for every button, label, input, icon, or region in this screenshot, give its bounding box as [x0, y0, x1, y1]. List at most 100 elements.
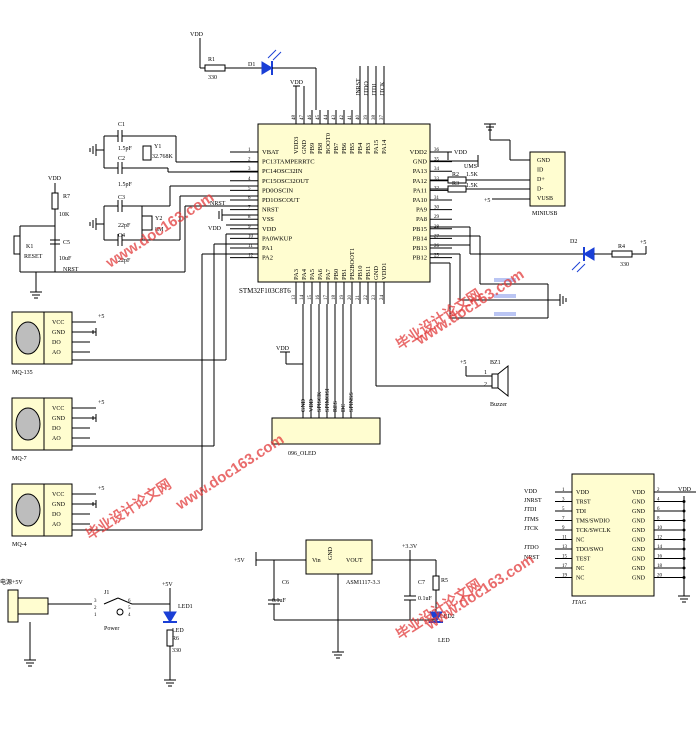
pin-number: 46	[308, 115, 313, 121]
jtag-pin-number: 16	[657, 555, 663, 560]
jtag-pin-label: TDO/SWO	[576, 547, 604, 553]
jtag-pin-number: 3	[562, 498, 565, 503]
mcu-top-vdd: VDD	[290, 80, 305, 110]
reg-gnd: GND	[328, 546, 334, 560]
pin-label: PA12	[413, 178, 427, 185]
pin-label: PA9	[416, 207, 427, 214]
c2-ref: C2	[118, 156, 125, 162]
usb-pin-label: VUSB	[537, 196, 553, 202]
r2-value: 1.5K	[466, 172, 479, 178]
sensor-name: MQ-135	[12, 370, 33, 376]
buzzer-plus5: +5	[460, 360, 466, 366]
jtag-net-label: JTMS	[524, 517, 539, 523]
led1-ref: LED1	[178, 604, 193, 610]
pin-number: 8	[248, 215, 251, 220]
jtag-pin-label: GND	[632, 547, 646, 553]
oled-vdd: VDD	[276, 346, 290, 352]
pin-number: 19	[340, 295, 345, 301]
pin-label: PB11	[365, 266, 372, 280]
nrst-label-mcu: NRST	[210, 201, 226, 207]
reg-vout: VOUT	[346, 558, 363, 564]
pin-label: PB13	[413, 245, 427, 252]
jtag-pin-number: 8	[657, 517, 660, 522]
oled-pin-label: VDD	[309, 398, 315, 412]
pin-number: 44	[324, 115, 329, 121]
power-plus5: +5V	[162, 582, 173, 588]
jtag-pin-label: GND	[632, 557, 646, 563]
crystal-32k: C1 1.5pF C2 1.5pF Y1 32.768K	[89, 122, 258, 188]
crystal-8m: C3 22pF C4 22pF Y2 8M	[89, 185, 258, 264]
pin-label: PB5	[349, 143, 356, 154]
pin-label: PB2BOOT1	[349, 248, 356, 280]
r1-ref: R1	[208, 57, 215, 63]
pin-label: PB8	[317, 143, 324, 154]
jtag-pin-number: 14	[657, 545, 663, 550]
jtag-pin-number: 11	[562, 536, 567, 541]
watermark-1: www.doc163.com	[102, 189, 217, 272]
reg-name: ASM1117-3.3	[346, 580, 380, 586]
oled-pin-label: GND	[301, 398, 307, 412]
pin-number: 33	[434, 177, 440, 182]
plus5-label: +5	[98, 486, 104, 492]
jtag-pin-label: GND	[632, 576, 646, 582]
pin-number: 23	[372, 295, 377, 301]
pin-label: PA11	[413, 187, 427, 194]
jtag-pin-label: GND	[632, 566, 646, 572]
oled-pin-label: DC	[341, 404, 347, 412]
jtag-pin-label: TCK/SWCLK	[576, 528, 611, 534]
pin-number: 4	[248, 177, 251, 182]
pin-number: 6	[248, 196, 251, 201]
pin-number: 5	[248, 186, 251, 191]
pin-label: PA8	[416, 216, 427, 223]
pin-number: 39	[364, 115, 369, 121]
watermark-3: 毕业设计论文网	[393, 286, 484, 353]
pin-number: 40	[356, 115, 361, 121]
pin-number: 12	[248, 254, 254, 259]
c3-value: 22pF	[118, 223, 131, 229]
jtag-pin-number: 5	[562, 507, 565, 512]
pin-label: BOOT0	[325, 133, 332, 154]
jtag-net-label: JTDI	[524, 507, 536, 513]
pin-number: 45	[316, 115, 321, 121]
mcu-top-pins: 48VDD347GND46PB945PB844BOOT043PB742PB641…	[292, 110, 388, 154]
mcu-part-label: STM32F103C8T6	[239, 287, 291, 295]
sensor-pin-label: GND	[52, 502, 66, 508]
power-supply-label: 电源+5V	[0, 578, 23, 586]
pin-number: 18	[332, 295, 337, 301]
pin-number: 29	[434, 215, 440, 220]
pin-label: GND	[373, 266, 380, 280]
usb-plus5: +5	[484, 198, 490, 204]
oled-pin-label: SPINSS	[349, 392, 355, 412]
jtag-pin-number: 2	[657, 488, 660, 493]
switch-pin-number: 4	[128, 613, 131, 618]
pin-number: 42	[340, 115, 345, 121]
pin-number: 14	[300, 295, 305, 301]
pin-label: PB7	[333, 142, 340, 154]
y1-value: 32.768K	[152, 154, 174, 160]
switch-pin-number: 1	[94, 613, 97, 618]
sensor-pin-label: AO	[52, 522, 61, 528]
pin-number: 13	[292, 295, 297, 301]
pin-label: PB14	[413, 235, 428, 242]
pin-number: 31	[434, 196, 440, 201]
oled-pin-label: SPIMOSI	[325, 388, 331, 412]
pin-number: 26	[434, 244, 440, 249]
jtag-pin-number: 9	[562, 526, 565, 531]
switch-pin-number: 2	[94, 606, 97, 611]
pin-number: 20	[348, 295, 353, 301]
pin-number: 24	[380, 295, 385, 301]
led-d2-circuit: D2 R4 330 +5	[430, 226, 647, 273]
reset-circuit: VDD R7 10K K1 RESET C5 10uF NRST NRST	[13, 176, 258, 299]
jtag-pin-number: 10	[657, 526, 663, 531]
pin-label: PA5	[309, 269, 316, 280]
jtag-name: JTAG	[572, 600, 587, 606]
jtag-pin-number: 13	[562, 545, 568, 550]
pin-label: PA2	[262, 255, 273, 262]
jtag-net-label: NRST	[524, 555, 540, 561]
pin-number: 11	[248, 244, 253, 249]
pin-number: 2	[248, 158, 251, 163]
